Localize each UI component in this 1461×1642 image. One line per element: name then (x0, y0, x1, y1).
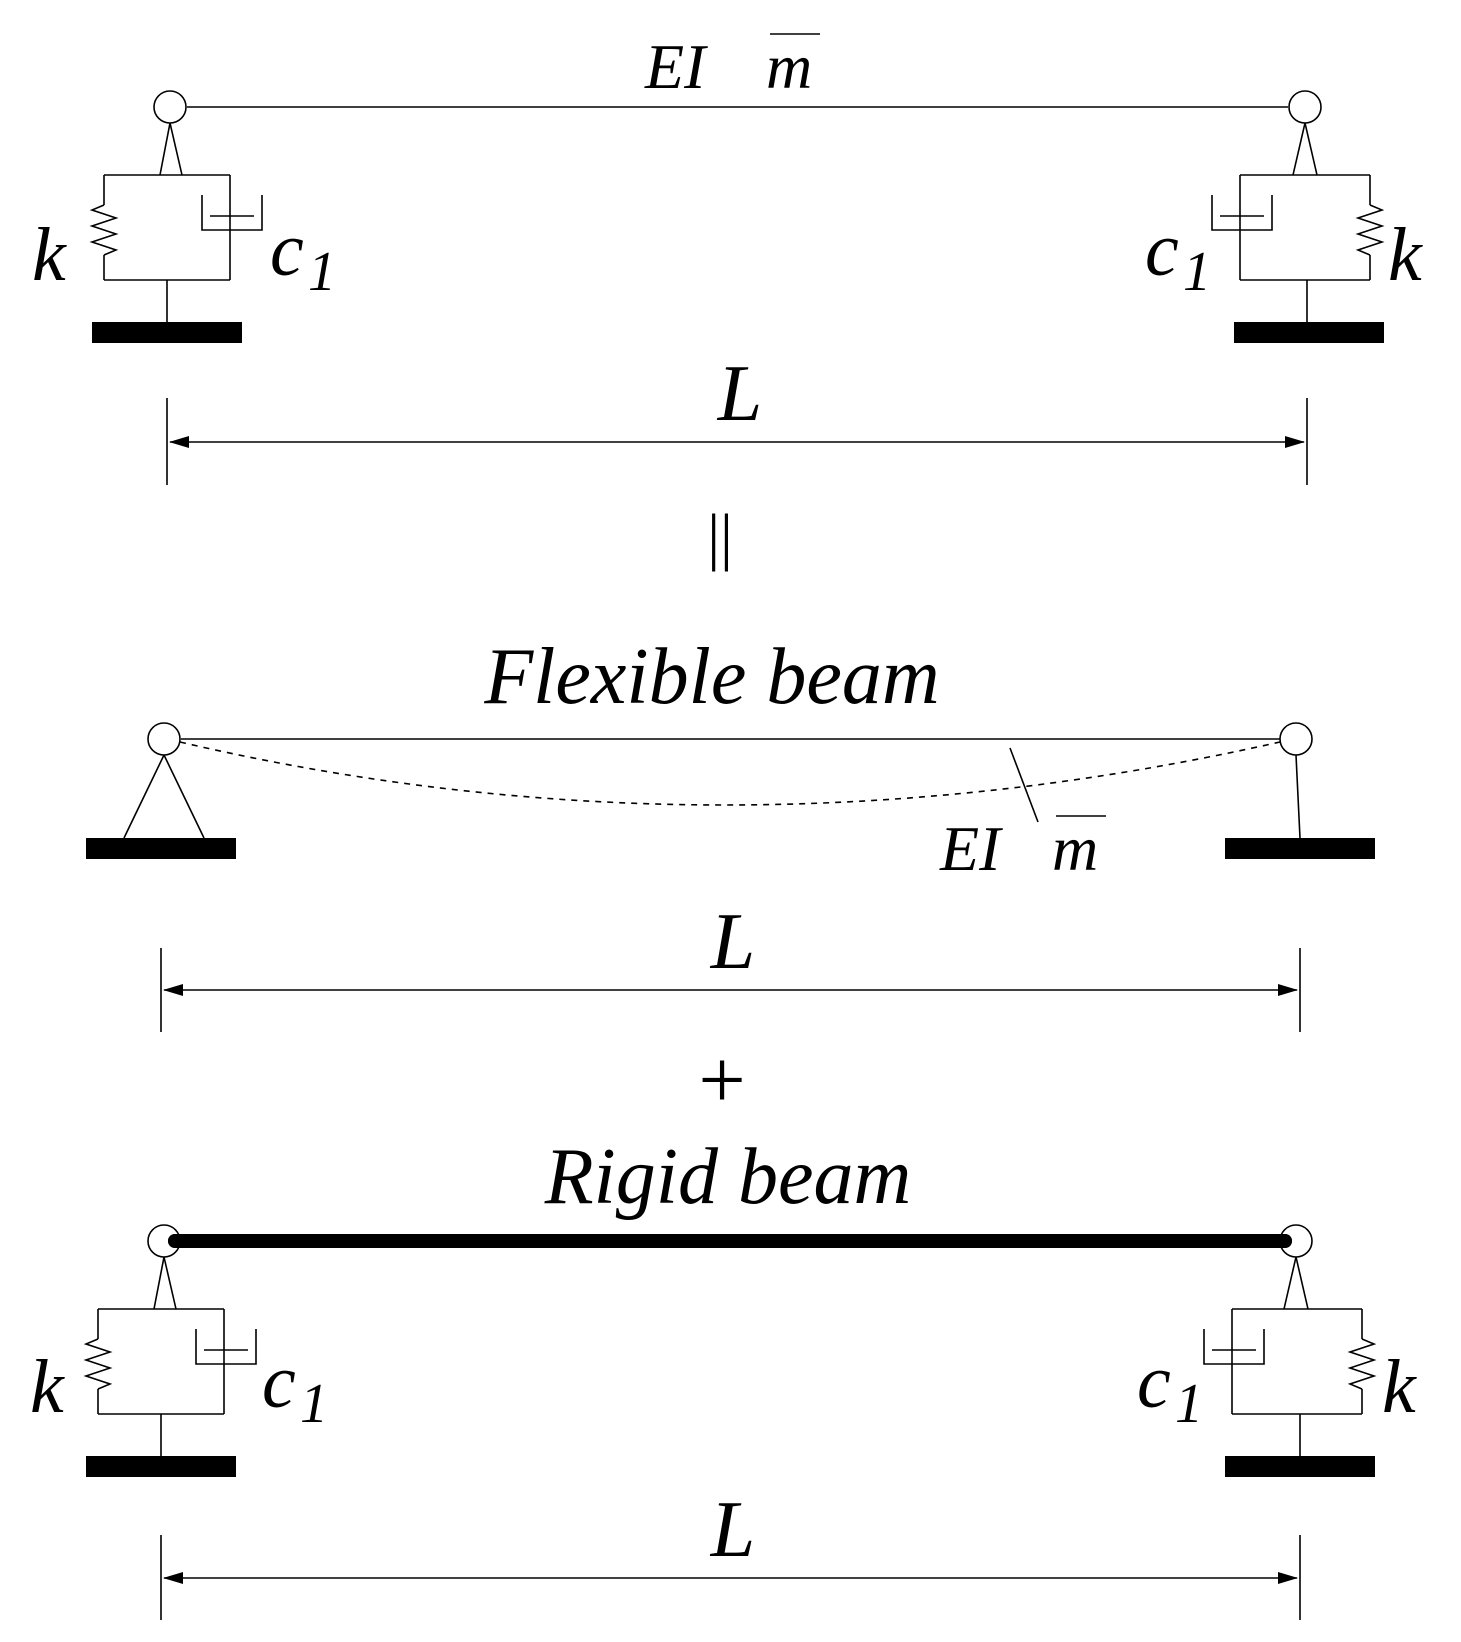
top-right-damper-sub: 1 (1183, 241, 1211, 303)
bottom-title: Rigid beam (544, 1133, 912, 1221)
bottom-left-damper-sub: 1 (300, 1373, 328, 1435)
equals-operator: || (707, 501, 733, 572)
top-panel: EI m k c 1 c 1 k L (32, 31, 1423, 485)
bottom-left-ground (86, 1456, 236, 1477)
top-left-damper-label: c (270, 208, 304, 292)
top-right-spring (1355, 204, 1385, 256)
middle-right-support (1295, 754, 1301, 839)
top-left-support (89, 122, 263, 343)
top-right-damper (1211, 195, 1273, 231)
bottom-span-label: L (710, 1486, 756, 1574)
top-left-spring (89, 204, 119, 256)
middle-panel: Flexible beam EI m L (86, 633, 1375, 1032)
middle-deflected-shape (179, 741, 1281, 806)
middle-right-pin (1279, 722, 1313, 756)
top-left-damper-sub: 1 (308, 241, 336, 303)
middle-right-ground (1225, 838, 1375, 859)
top-right-pin (1288, 90, 1322, 124)
bottom-right-spring-label: k (1382, 1345, 1417, 1429)
bottom-right-damper-sub: 1 (1175, 1373, 1203, 1435)
top-left-damper (201, 195, 263, 231)
top-right-ground (1234, 322, 1384, 343)
middle-title: Flexible beam (483, 633, 939, 721)
top-right-spring-label: k (1388, 213, 1423, 297)
top-left-spring-label: k (32, 213, 67, 297)
top-beam-label-m: m (766, 31, 812, 102)
bottom-right-ground (1225, 1456, 1375, 1477)
plus-operator: + (698, 1034, 745, 1127)
bottom-right-spring (1347, 1338, 1377, 1390)
middle-left-pin (147, 722, 181, 756)
top-beam-label-ei: EI (644, 31, 708, 102)
top-left-pin (153, 90, 187, 124)
bottom-left-damper-label: c (262, 1340, 296, 1424)
bottom-panel: Rigid beam k c 1 (30, 1133, 1417, 1620)
bottom-left-spring (83, 1338, 113, 1390)
bottom-right-damper (1203, 1329, 1265, 1365)
middle-left-ground (86, 838, 236, 859)
middle-beam-label-ei: EI (939, 813, 1003, 884)
middle-span-label: L (710, 898, 756, 986)
middle-beam-label-m: m (1052, 813, 1098, 884)
bottom-left-spring-label: k (30, 1345, 65, 1429)
middle-left-support (123, 754, 205, 839)
top-right-support (1211, 122, 1385, 343)
bottom-left-support (83, 1256, 257, 1477)
bottom-right-damper-label: c (1137, 1340, 1171, 1424)
bottom-right-support (1203, 1256, 1377, 1477)
top-span-label: L (717, 350, 763, 438)
top-right-damper-label: c (1145, 208, 1179, 292)
bottom-left-damper (195, 1329, 257, 1365)
top-left-ground (92, 322, 242, 343)
